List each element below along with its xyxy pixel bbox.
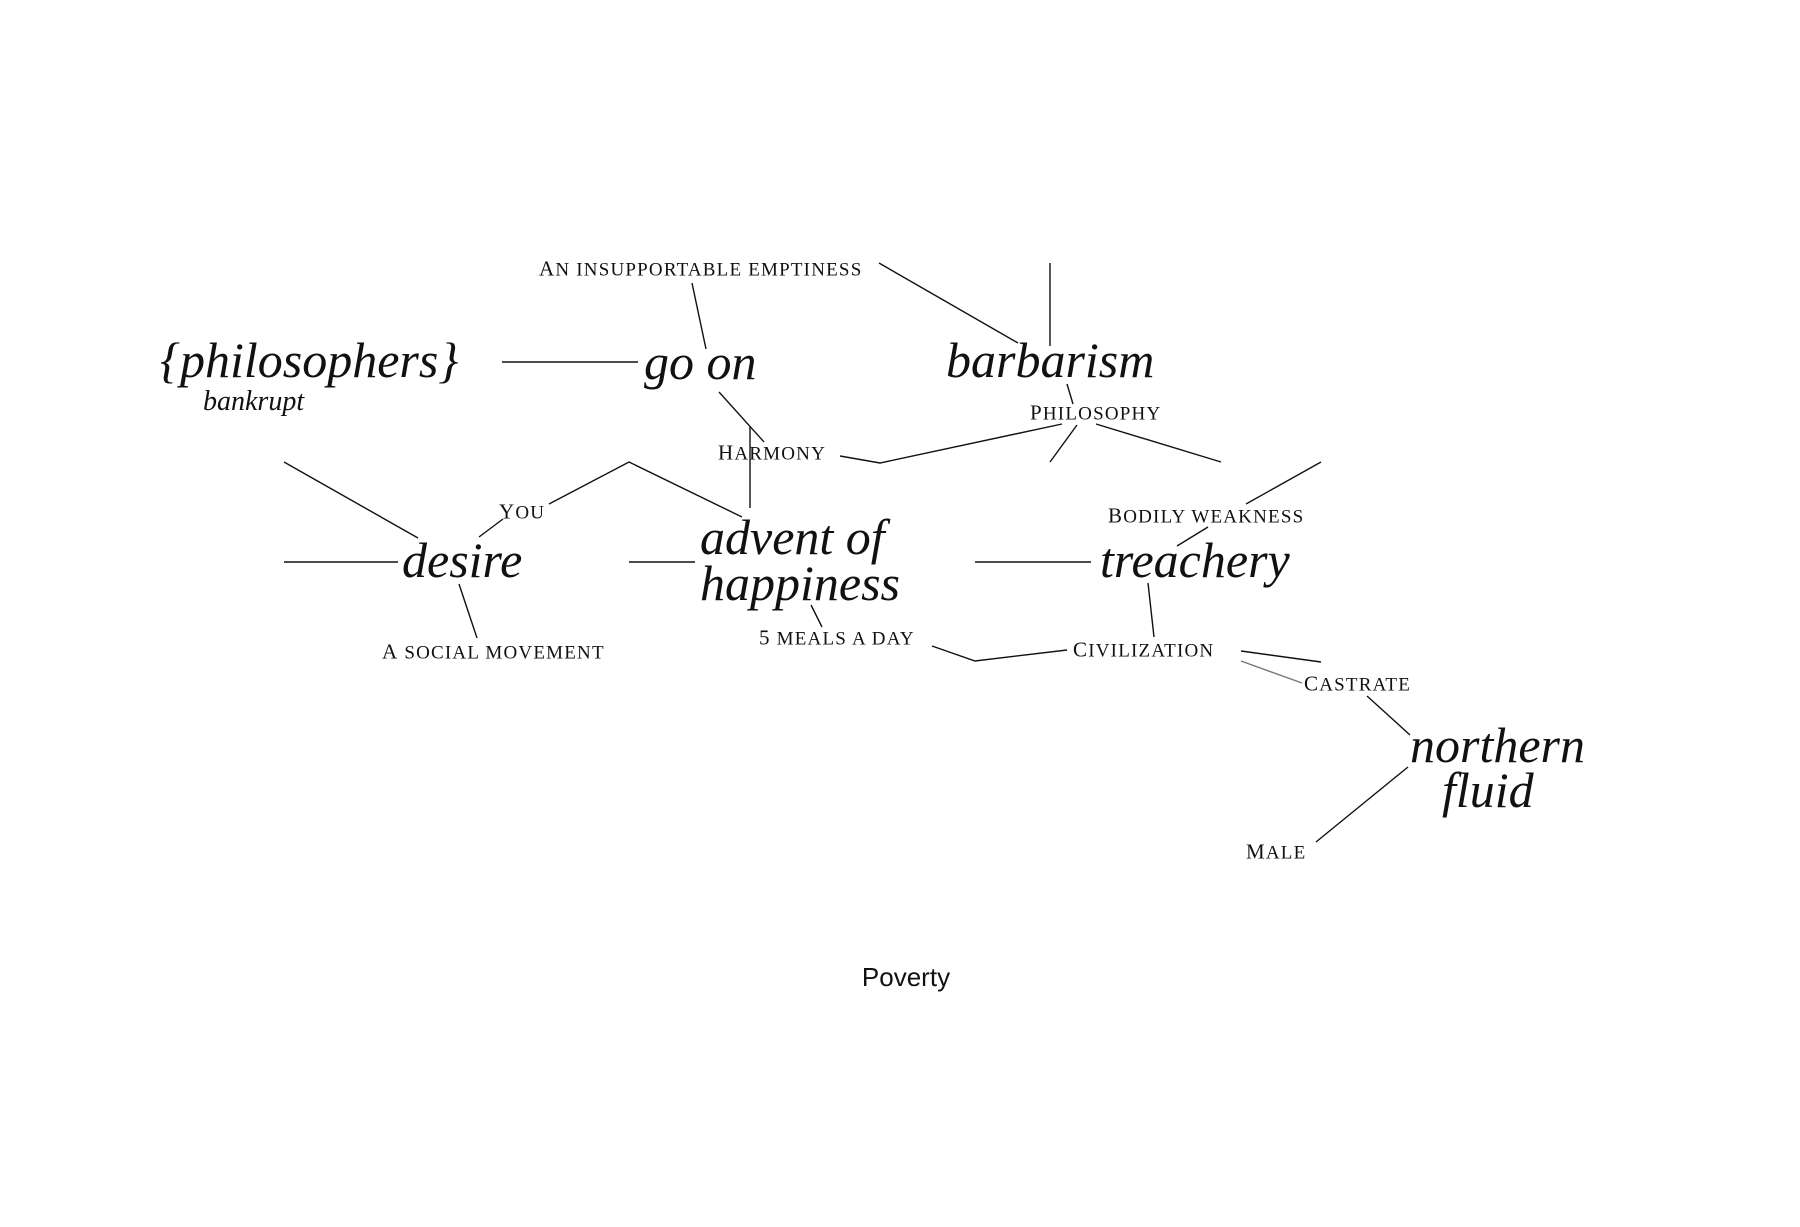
node-desire: desire <box>402 532 523 588</box>
connector <box>283 461 419 539</box>
node-treachery: treachery <box>1100 532 1290 588</box>
connector <box>1176 526 1209 547</box>
node-happiness: happiness <box>700 555 900 611</box>
connector <box>1066 383 1074 405</box>
connector <box>931 645 1068 662</box>
node-bankrupt: bankrupt <box>203 386 305 417</box>
node-bodily-weakness: Bodily weakness <box>1108 503 1305 528</box>
node-castrate: Castrate <box>1304 671 1412 696</box>
connector <box>878 262 1019 344</box>
connector <box>1147 582 1155 638</box>
connector <box>478 518 504 538</box>
node-fluid: fluid <box>1442 762 1534 818</box>
connector <box>810 604 823 628</box>
node-you: You <box>499 499 546 524</box>
connector <box>1366 695 1411 736</box>
connector <box>839 423 1063 464</box>
node-social-movement: A social movement <box>382 639 605 664</box>
connector <box>1240 650 1322 663</box>
node-go-on: go on <box>644 334 757 390</box>
node-philosophers: {philosophers} <box>160 332 459 388</box>
connector <box>718 391 765 443</box>
connector <box>1095 423 1222 463</box>
connector <box>691 282 707 350</box>
node-barbarism: barbarism <box>946 332 1155 388</box>
node-insupportable-emptiness: An insupportable emptiness <box>539 256 863 281</box>
connector <box>458 583 478 639</box>
connector <box>1315 766 1409 843</box>
node-philosophy: Philosophy <box>1030 400 1162 425</box>
node-harmony: Harmony <box>718 440 827 465</box>
node-civilization: Civilization <box>1073 637 1215 662</box>
connector <box>1240 660 1303 684</box>
node-advent-of: advent of <box>700 509 885 565</box>
connector <box>548 461 743 518</box>
node-northern: northern <box>1410 717 1585 773</box>
diagram-caption: Poverty <box>861 962 951 992</box>
connector <box>1245 461 1322 505</box>
node-5-meals-a-day: 5 meals a day <box>759 625 915 650</box>
node-male: Male <box>1246 839 1307 864</box>
connector <box>1049 424 1078 463</box>
